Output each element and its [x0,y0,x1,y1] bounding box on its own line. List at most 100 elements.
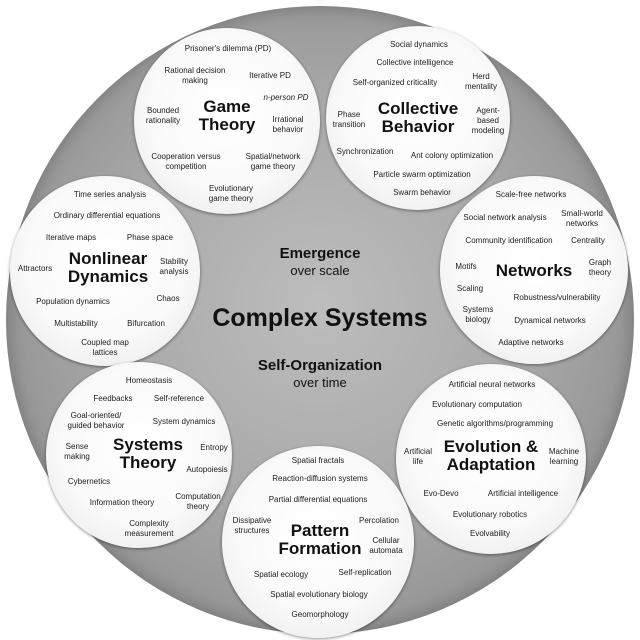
nonlinear-dynamics-circle [10,176,200,366]
topic-cellular-automata-1: Cellular [372,536,400,545]
emergence-label: Emergence [279,245,361,262]
topic-spatial-game-theory-1: Spatial/network [245,152,301,161]
systems-theory-circle [46,362,232,548]
pattern-formation-title: Pattern Formation [276,522,364,558]
networks-circle [440,176,628,364]
topic-partial-differential-equations: Partial differential equations [268,495,368,504]
topic-percolation: Percolation [358,516,400,525]
topic-cybernetics: Cybernetics [67,477,111,486]
topic-ant-colony: Ant colony optimization [410,151,494,160]
topic-prisoners-dilemma: Prisoner's dilemma (PD) [184,44,272,53]
game-theory-title: Game Theory [192,98,262,134]
topic-cellular-automata-2: automata [369,546,403,555]
pattern-formation-circle [222,446,414,638]
topic-cooperation-2: competition [165,162,207,171]
topic-iterative-maps: Iterative maps [45,233,97,242]
topic-spatial-game-theory-2: game theory [250,162,296,171]
topic-self-reference: Self-reference [153,394,205,403]
topic-phase-transition-2: transition [332,120,366,129]
topic-goal-oriented-1: Goal-oriented/ [70,411,122,420]
topic-goal-oriented-2: guided behavior [67,421,125,430]
topic-feedbacks: Feedbacks [93,394,133,403]
topic-cooperation-1: Cooperation versus [151,152,221,161]
topic-bounded-rationality-2: rationality [145,116,181,125]
topic-motifs: Motifs [455,262,477,271]
topic-rational-decision-2: making [182,76,208,85]
topic-irrational-behavior-1: Irrational [272,115,304,124]
topic-artificial-life-2: life [412,457,424,466]
game-theory-title-line-2: Theory [198,115,256,134]
systems-theory-title-line-1: Systems [113,435,183,454]
evolution-adaptation-title-line-2: Adaptation [446,455,536,474]
topic-time-series: Time series analysis [73,190,147,199]
topic-dissipative-structures-2: structures [234,526,270,535]
topic-herd-mentality-1: Herd [472,72,490,81]
topic-agent-based-1: Agent- [476,106,500,115]
emergence-sublabel: over scale [290,263,350,278]
topic-computation-theory-1: Computation [175,492,221,501]
topic-chaos: Chaos [156,294,180,303]
topic-evolutionary-computation: Evolutionary computation [432,400,522,409]
topic-agent-based-3: modeling [471,126,505,135]
topic-spatial-fractals: Spatial fractals [291,456,345,465]
topic-homeostasis: Homeostasis [125,376,173,385]
topic-sense-making-2: making [64,452,90,461]
collective-behavior-circle [326,26,510,210]
topic-phase-transition-1: Phase [337,110,361,119]
topic-iterative-pd: Iterative PD [249,71,291,80]
topic-population-dynamics: Population dynamics [36,297,110,306]
topic-phase-space: Phase space [126,233,174,242]
topic-n-person-pd: n-person PD [263,93,309,102]
evolution-adaptation-title-line-1: Evolution & [443,437,539,456]
topic-scale-free-networks: Scale-free networks [495,190,567,199]
topic-collective-intelligence: Collective intelligence [376,58,454,67]
topic-centrality: Centrality [571,236,605,245]
nonlinear-dynamics-title: Nonlinear Dynamics [56,250,160,286]
topic-sense-making-1: Sense [65,442,89,451]
topic-small-world-1: Small-world [561,209,603,218]
topic-machine-learning-1: Machine [548,447,580,456]
topic-agent-based-2: based [477,116,499,125]
topic-dynamical-networks: Dynamical networks [514,316,586,325]
center-title: Complex Systems [212,304,428,332]
topic-adaptive-networks: Adaptive networks [498,338,564,347]
topic-synchronization: Synchronization [336,147,394,156]
game-theory-title-line-1: Game [203,97,251,116]
topic-system-dynamics: System dynamics [152,417,216,426]
game-theory-circle [134,28,320,214]
topic-systems-biology-2: biology [465,315,491,324]
topic-geomorphology: Geomorphology [291,610,349,619]
collective-behavior-title-line-1: Collective [377,99,459,118]
topic-machine-learning-2: learning [549,457,579,466]
topic-social-dynamics: Social dynamics [390,40,448,49]
nonlinear-dynamics-title-line-2: Dynamics [67,267,149,286]
topic-particle-swarm: Particle swarm optimization [373,170,471,179]
topic-artificial-life-1: Artificial [403,447,432,456]
topic-evolutionary-game-theory-1: Evolutionary [208,184,254,193]
pattern-formation-title-line-1: Pattern [290,521,350,540]
topic-artificial-neural-networks: Artificial neural networks [448,380,536,389]
topic-herd-mentality-2: mentality [464,82,497,91]
evolution-adaptation-circle [396,364,586,554]
self-organization-sublabel: over time [293,375,347,390]
collective-behavior-title: Collective Behavior [366,100,470,136]
topic-ordinary-differential-equations: Ordinary differential equations [53,211,161,220]
topic-complexity-measurement-1: Complexity [129,519,169,528]
topic-complexity-measurement-2: measurement [124,529,174,538]
topic-information-theory: Information theory [89,498,155,507]
topic-irrational-behavior-2: behavior [272,125,304,134]
topic-evolutionary-game-theory-2: game theory [208,194,254,203]
topic-multistability: Multistability [54,319,98,328]
topic-graph-theory-1: Graph [588,258,612,267]
topic-coupled-map-lattices-2: lattices [92,348,118,357]
topic-bifurcation: Bifurcation [127,319,165,328]
topic-rational-decision-1: Rational decision [164,66,226,75]
pattern-formation-title-line-2: Formation [278,539,362,558]
topic-systems-biology-1: Systems [462,305,494,314]
topic-evolvability: Evolvability [469,529,510,538]
topic-community-identification: Community identification [465,236,553,245]
topic-coupled-map-lattices-1: Coupled map [81,338,129,347]
topic-artificial-intelligence: Artificial intelligence [487,489,559,498]
topic-spatial-ecology: Spatial ecology [253,570,309,579]
